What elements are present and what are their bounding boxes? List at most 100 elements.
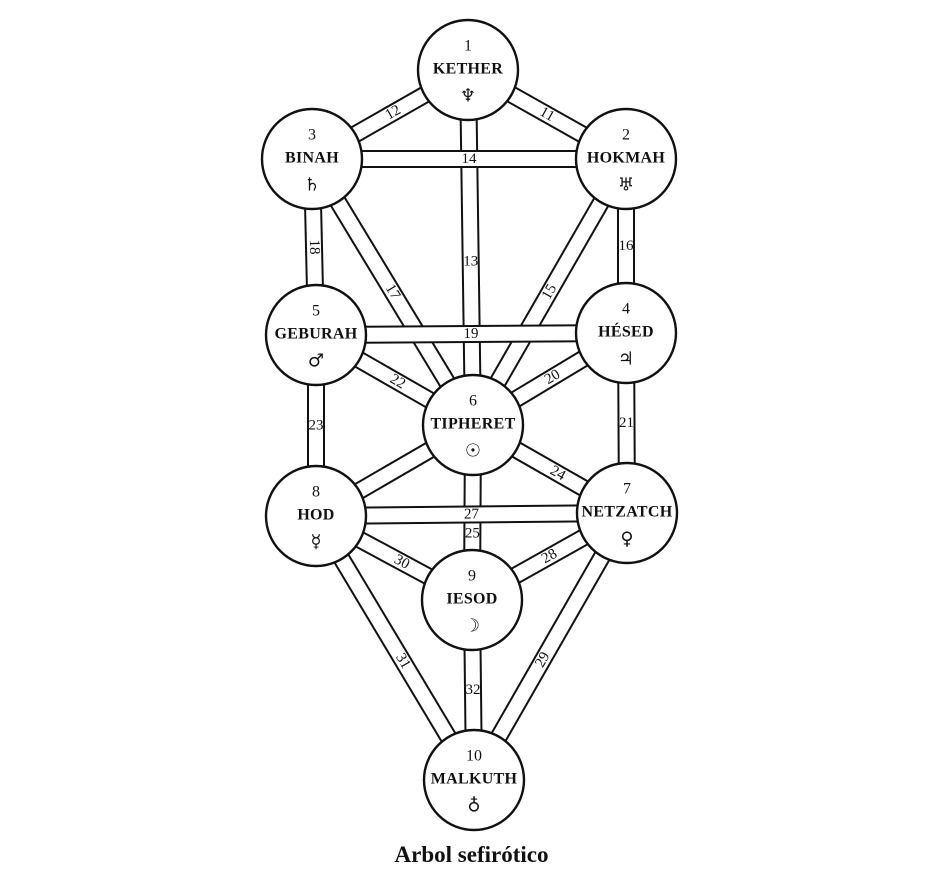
sefira-number: 7	[623, 481, 631, 498]
path-label-27: 27	[464, 506, 480, 522]
path-label-31: 31	[392, 651, 413, 672]
sefira-name: HOD	[297, 507, 334, 524]
sefira-circle	[416, 18, 520, 122]
path-label-18: 18	[306, 239, 322, 254]
sefira-circle	[421, 373, 525, 477]
path-edge-line	[316, 519, 628, 525]
sefira-circle	[422, 728, 526, 832]
path-label-22: 22	[387, 371, 408, 392]
tiphereth-planet-symbol-icon: ☉	[465, 441, 481, 462]
sefira-number: 6	[469, 393, 477, 410]
path-band	[315, 505, 628, 524]
path-label-13: 13	[463, 254, 478, 270]
path-31: 31	[308, 511, 482, 785]
path-13: 13	[459, 69, 482, 426]
path-edge-line	[315, 504, 627, 510]
malkuth-planet-symbol-icon: ♁	[467, 796, 480, 817]
geburah-planet-symbol-icon: ♂	[308, 351, 324, 372]
sefira-circle	[574, 281, 678, 385]
path-label-19: 19	[463, 326, 478, 342]
sefira-name: KETHER	[433, 61, 503, 78]
sefira-circle	[264, 464, 368, 568]
sefira-number: 9	[468, 568, 476, 585]
hesed-planet-symbol-icon: ♃	[618, 349, 634, 370]
path-edge-line	[308, 519, 468, 785]
path-17: 17	[304, 154, 481, 430]
path-label-21: 21	[619, 415, 634, 431]
sefira-circle	[420, 548, 524, 652]
sefira-name: IESOD	[446, 591, 497, 608]
sefira-circle	[260, 107, 364, 211]
path-edge-line	[315, 324, 626, 329]
sefira-number: 3	[308, 127, 316, 144]
sefira-number: 5	[312, 303, 320, 320]
path-band	[305, 154, 480, 430]
path-band	[309, 511, 481, 785]
netzach-planet-symbol-icon: ♀	[620, 529, 633, 550]
sefira-number: 10	[466, 748, 482, 765]
sefira-circle	[264, 283, 368, 387]
path-label-16: 16	[619, 238, 635, 254]
path-14: 14	[312, 150, 626, 168]
binah-planet-symbol-icon: ♄	[304, 175, 320, 196]
sefira-circle	[574, 107, 678, 211]
path-edge-line	[479, 162, 634, 430]
path-label-15: 15	[539, 282, 560, 303]
sefira-name: HOKMAH	[587, 150, 665, 167]
path-29: 29	[466, 508, 635, 785]
sefira-number: 4	[622, 301, 630, 318]
path-label-12: 12	[383, 102, 404, 123]
path-edge-line	[466, 508, 621, 777]
sefira-name: TIPHERET	[430, 416, 515, 433]
path-edge-line	[474, 69, 482, 425]
path-edge-line	[322, 511, 482, 777]
sefira-name: BINAH	[285, 150, 339, 167]
path-label-11: 11	[537, 104, 557, 125]
path-label-25: 25	[465, 526, 480, 542]
path-27: 27	[315, 504, 628, 525]
path-edge-line	[316, 339, 627, 344]
sefira-name: MALKUTH	[431, 771, 518, 788]
sefira-circle	[575, 461, 679, 565]
path-band	[467, 509, 634, 784]
kether-planet-symbol-icon: ♆	[460, 86, 476, 107]
path-edge-line	[480, 516, 635, 785]
hod-planet-symbol-icon: ☿	[310, 532, 321, 553]
yesod-planet-symbol-icon: ☽	[464, 616, 480, 637]
path-label-30: 30	[391, 552, 412, 573]
path-edge-line	[304, 162, 468, 430]
path-label-29: 29	[532, 649, 553, 670]
path-band	[312, 151, 626, 167]
path-label-14: 14	[462, 151, 478, 167]
path-label-23: 23	[309, 418, 324, 434]
sefira-name: HÉSED	[598, 322, 654, 341]
sefira-name: NETZATCH	[581, 504, 672, 521]
path-edge-line	[465, 154, 620, 422]
path-edge-line	[459, 70, 467, 426]
path-label-20: 20	[542, 366, 563, 387]
path-band	[466, 155, 633, 429]
path-label-28: 28	[539, 546, 560, 567]
path-band	[315, 325, 627, 343]
diagram-caption: Arbol sefirótico	[394, 842, 549, 867]
path-15: 15	[465, 154, 634, 430]
sefira-number: 2	[622, 127, 630, 144]
path-edge-line	[317, 154, 481, 422]
path-19: 19	[315, 324, 627, 344]
path-label-32: 32	[466, 682, 481, 698]
hokmah-planet-symbol-icon: ♅	[618, 175, 634, 196]
sefira-number: 8	[312, 484, 320, 501]
sefira-number: 1	[464, 38, 472, 55]
